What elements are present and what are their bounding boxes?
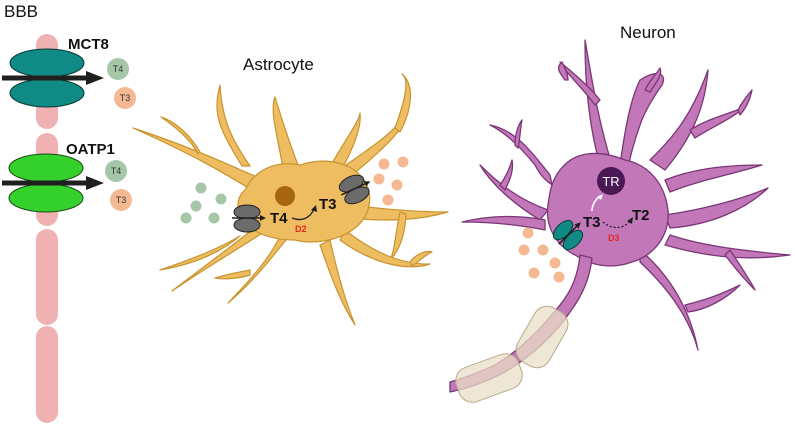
astrocyte-cell xyxy=(132,73,449,326)
d3-enzyme-label: D3 xyxy=(608,233,620,243)
t4-molecule: T4 xyxy=(107,58,129,80)
t3-molecule: T3 xyxy=(114,87,136,109)
degradation-arrow-icon xyxy=(602,220,631,229)
d2-enzyme-label: D2 xyxy=(295,224,307,234)
arrowhead-icon xyxy=(311,205,317,212)
thyroid-receptor xyxy=(597,167,625,195)
arrowhead-icon xyxy=(627,217,633,224)
barrier-segment xyxy=(36,229,58,325)
svg-text:T4: T4 xyxy=(113,64,124,74)
oatp1-label: OATP1 xyxy=(66,141,115,158)
neuron-t2-label: T2 xyxy=(632,207,650,224)
svg-text:T3: T3 xyxy=(116,195,127,205)
oatp1-subunit-top xyxy=(8,153,84,183)
oatp1-subunit-bottom xyxy=(8,183,84,213)
arrowhead-icon xyxy=(597,194,603,200)
bbb-panel: BBB MCT8 T4 T3 xyxy=(2,2,136,423)
astrocyte-title: Astrocyte xyxy=(243,55,314,74)
oatp1-transporter: OATP1 T4 T3 xyxy=(2,141,132,213)
myelin-sheath xyxy=(455,305,569,403)
neuron-title: Neuron xyxy=(620,23,676,42)
svg-text:T4: T4 xyxy=(111,166,122,176)
astrocyte-nucleus xyxy=(275,186,295,206)
neuron-panel: Neuron xyxy=(449,23,791,403)
tr-label: TR xyxy=(602,174,619,189)
t4-cluster xyxy=(180,182,227,224)
astrocyte-input-transporter xyxy=(232,204,266,233)
mct8-label: MCT8 xyxy=(68,36,109,53)
astrocyte-output-transporter xyxy=(338,174,371,205)
arrow-icon xyxy=(2,176,104,190)
mct8-transporter: MCT8 T4 T3 xyxy=(2,36,136,109)
astrocyte-t3-label: T3 xyxy=(319,196,337,213)
mct8-subunit-top xyxy=(9,48,85,78)
mct8-subunit-bottom xyxy=(9,78,85,108)
svg-text:T3: T3 xyxy=(120,93,131,103)
t4-molecule: T4 xyxy=(105,160,127,182)
astrocyte-t4-label: T4 xyxy=(270,210,288,227)
t3-molecule: T3 xyxy=(110,189,132,211)
t3-cluster xyxy=(373,156,409,206)
conversion-arrow-icon xyxy=(291,208,315,221)
arrow-icon xyxy=(2,71,104,85)
neuron-cell xyxy=(449,39,791,393)
barrier-segment xyxy=(36,326,58,423)
t3-cluster xyxy=(518,227,565,283)
bbb-title: BBB xyxy=(4,2,38,21)
astrocyte-panel: Astrocyte xyxy=(132,55,449,326)
neuron-t3-label: T3 xyxy=(583,214,601,231)
neuron-transporter xyxy=(552,219,584,251)
